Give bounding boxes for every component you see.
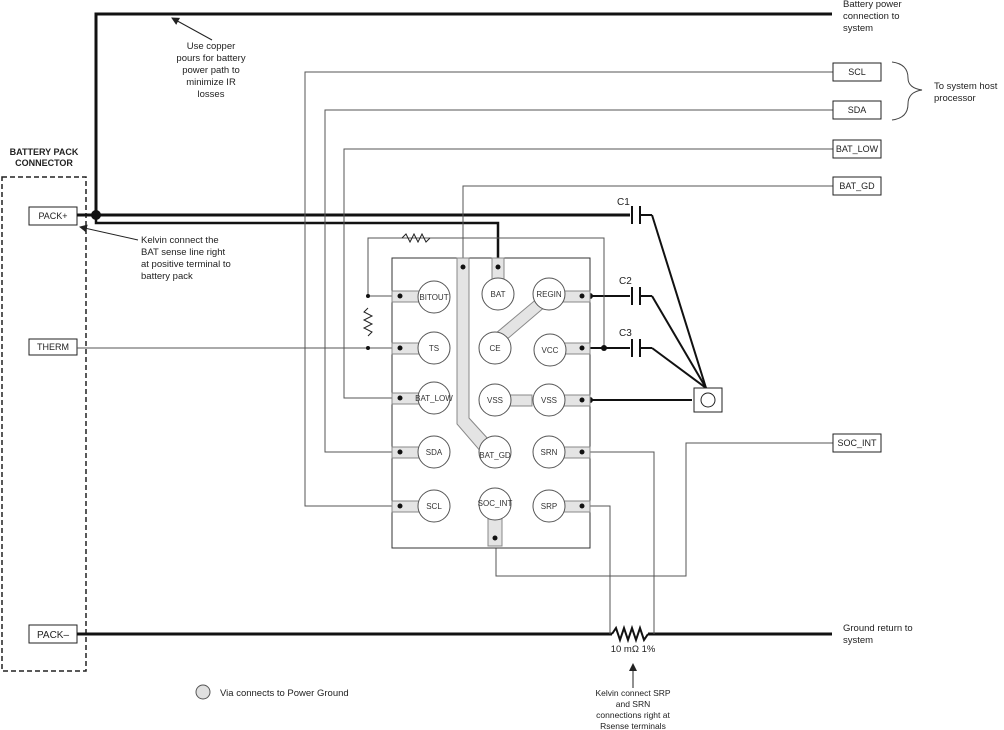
top-resistor (401, 232, 431, 244)
pin-vss-right: VSS (541, 396, 557, 405)
note-kelvin-srp-1: Kelvin connect SRP (595, 688, 670, 698)
via-legend-icon (195, 684, 211, 700)
pin-bat-low: BAT_LOW (415, 394, 453, 403)
note-kelvin-srp-2: and SRN (616, 699, 651, 709)
pin-srp: SRP (541, 502, 557, 511)
pin-srn: SRN (541, 448, 558, 457)
note-copper-3: power path to (182, 65, 240, 76)
ts-resistor (362, 307, 374, 337)
c2-label: C2 (619, 276, 632, 287)
note-battery-power-1: Battery power (843, 0, 902, 10)
note-kelvin-srp-3: connections right at (596, 710, 670, 720)
note-host-1: To system host (934, 81, 998, 92)
pin-vss-left: VSS (487, 396, 503, 405)
sense-resistor (611, 624, 649, 644)
pin-scl: SCL (426, 502, 442, 511)
pin-regin: REGIN (536, 290, 562, 299)
note-ground-return-2: system (843, 635, 873, 646)
pin-ce: CE (489, 344, 500, 353)
via-dots (397, 264, 585, 541)
pin-pads (417, 277, 567, 523)
connector-title-2: CONNECTOR (15, 158, 73, 168)
pin-vcc: VCC (542, 346, 559, 355)
note-battery-power-3: system (843, 23, 873, 34)
port-soc-int: SOC_INT (837, 438, 877, 448)
therm-box (28, 338, 78, 356)
pack-minus-label: PACK– (37, 630, 69, 641)
capacitor-plates (631, 206, 641, 357)
port-bat-gd: BAT_GD (839, 181, 875, 191)
note-kelvin-bat-1: Kelvin connect the (141, 235, 219, 246)
copper-note-arrow (171, 17, 213, 41)
connector-title-1: BATTERY PACK (10, 147, 79, 157)
pin-sda: SDA (426, 448, 443, 457)
port-sda: SDA (848, 105, 867, 115)
note-kelvin-srp-4: Rsense terminals (600, 721, 666, 730)
kelvin-bat-arrow (79, 224, 139, 241)
pin-bitout: BITOUT (419, 293, 448, 302)
note-copper-5: losses (198, 89, 225, 100)
pin-bat: BAT (491, 290, 506, 299)
pin-soc-int: SOC_INT (478, 499, 513, 508)
pack-plus-label: PACK+ (38, 211, 67, 221)
pin-bat-gd: BAT_GD (479, 451, 511, 460)
port-scl-box (832, 62, 882, 82)
ground-via (700, 392, 716, 408)
port-bat-gd-box (832, 176, 882, 196)
c1-label: C1 (617, 197, 630, 208)
note-host-2: processor (934, 93, 976, 104)
note-kelvin-bat-3: at positive terminal to (141, 259, 231, 270)
pack-plus-junction (91, 210, 101, 220)
port-scl: SCL (848, 67, 866, 77)
port-bat-low-box (832, 139, 882, 159)
port-sda-box (832, 100, 882, 120)
c3-label: C3 (619, 328, 632, 339)
capacitor-leads (640, 214, 652, 349)
note-copper-4: minimize IR (186, 77, 236, 88)
host-brace (891, 61, 923, 121)
therm-label: THERM (37, 342, 69, 352)
note-ground-return-1: Ground return to (843, 623, 913, 634)
battery-pack-connector-box (1, 176, 87, 672)
pin-ts: TS (429, 344, 439, 353)
port-bat-low: BAT_LOW (836, 144, 879, 154)
port-soc-int-box (832, 433, 882, 453)
note-kelvin-bat-4: battery pack (141, 271, 193, 282)
note-kelvin-bat-2: BAT sense line right (141, 247, 225, 258)
signal-traces (77, 71, 833, 634)
sense-resistor-value: 10 mΩ 1% (611, 644, 656, 655)
note-battery-power-2: connection to (843, 11, 900, 22)
note-copper-2: pours for battery (176, 53, 245, 64)
note-copper-1: Use copper (187, 41, 236, 52)
legend-text: Via connects to Power Ground (220, 688, 349, 699)
